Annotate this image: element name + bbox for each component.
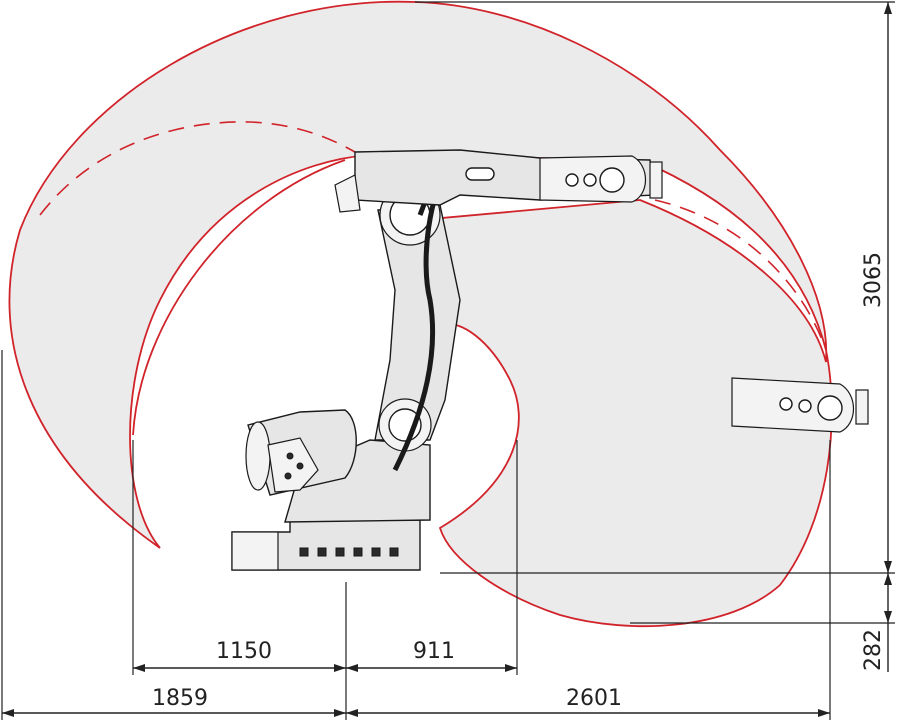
label-3065: 3065 — [861, 252, 886, 308]
dim-reach-front-outer: 2601 — [346, 686, 830, 717]
counterweight-end — [245, 421, 271, 491]
inner-envelope-curve — [132, 159, 346, 436]
dim-reach-back-outer: 1859 — [2, 686, 346, 717]
robot-illustration — [231, 149, 869, 571]
dim-reach-front-inner: 911 — [346, 639, 517, 672]
wrist-path-left-dashed — [39, 121, 361, 216]
label-2601: 2601 — [566, 686, 622, 711]
upper-arm-rear — [334, 174, 361, 213]
tool-flange — [649, 161, 663, 199]
upper-arm-slot — [465, 167, 495, 181]
base-block — [231, 531, 279, 571]
dim-height-max: 3065 — [861, 2, 892, 573]
dim-depth-below: 282 — [861, 573, 892, 672]
counterweight-bracket — [267, 437, 319, 493]
label-282: 282 — [861, 629, 886, 671]
label-1150: 1150 — [216, 639, 272, 664]
label-911: 911 — [413, 639, 455, 664]
base-teeth — [299, 547, 399, 557]
lower-arm — [374, 204, 461, 441]
dim-reach-back-inner: 1150 — [133, 639, 346, 672]
extension-lines — [1, 1, 895, 720]
wrist-path-right-dashed — [654, 199, 825, 346]
wrist-low-flange — [855, 389, 869, 425]
label-1859: 1859 — [152, 686, 208, 711]
